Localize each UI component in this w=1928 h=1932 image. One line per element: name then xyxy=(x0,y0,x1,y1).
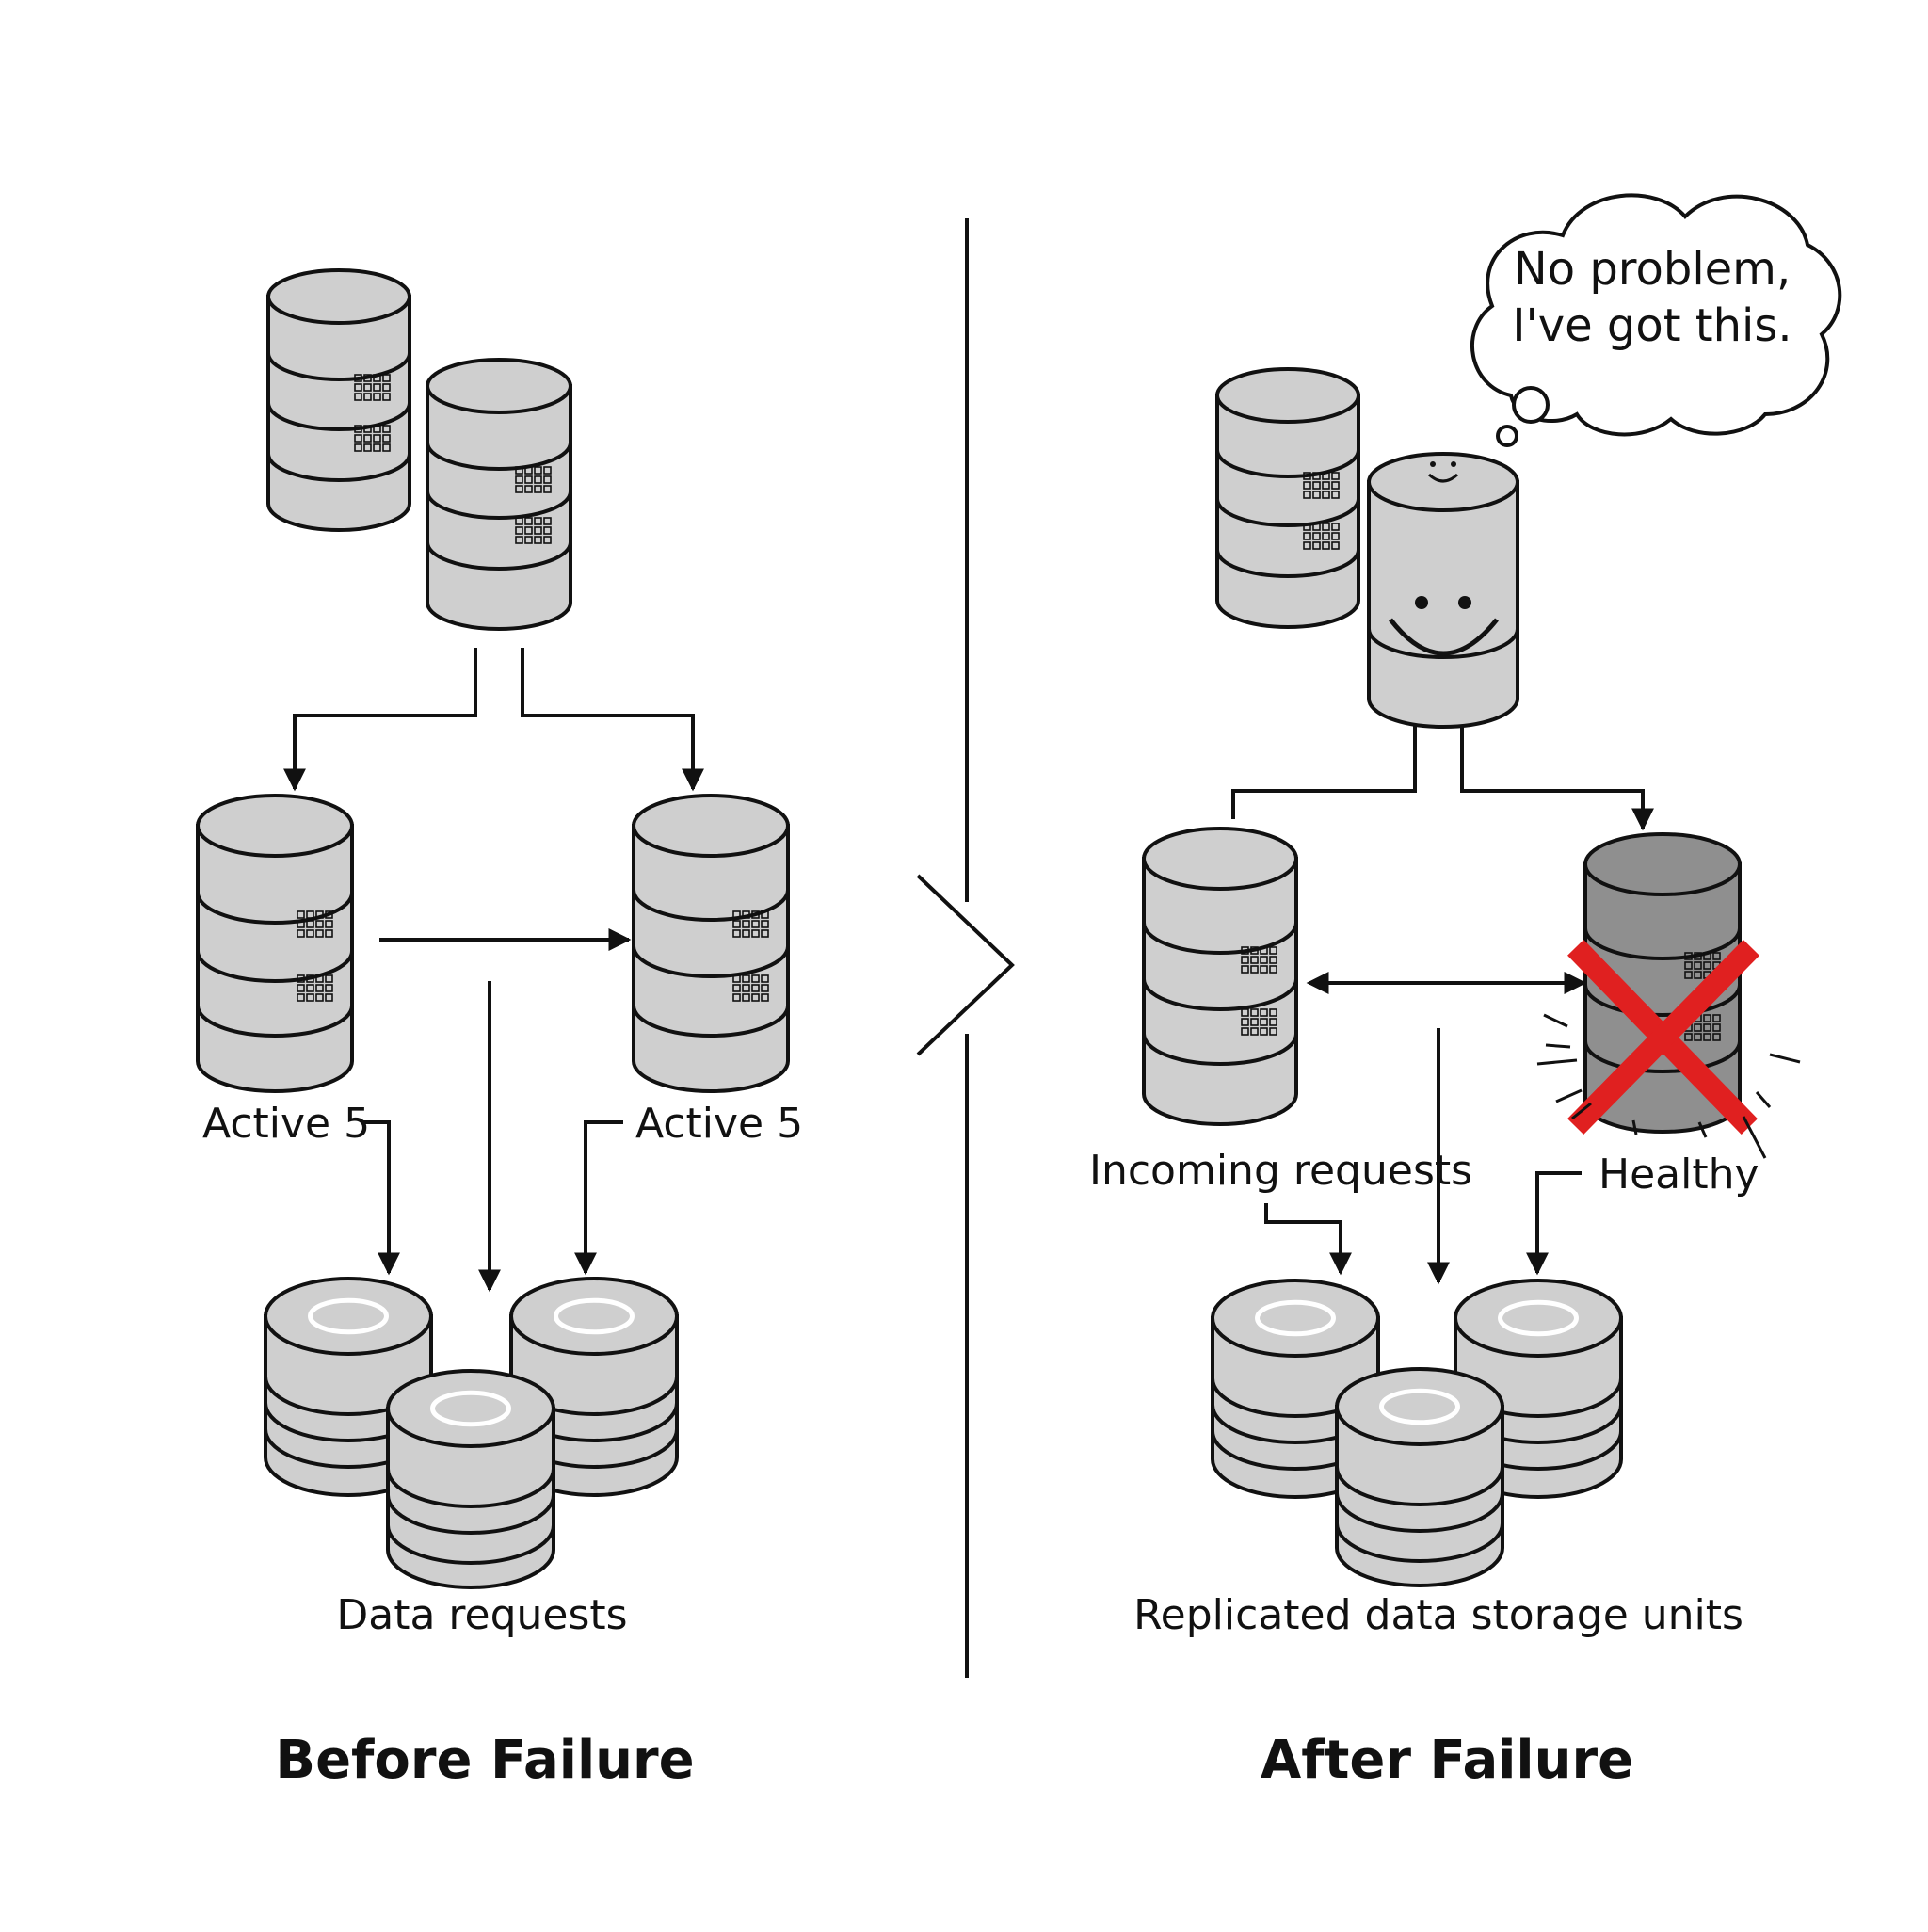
edge-left-label-to-storage xyxy=(362,1120,400,1276)
database-server-icon xyxy=(196,794,354,1093)
thought-bubble-icon: No problem, I've got this. xyxy=(1470,193,1842,447)
after-panel-title: After Failure xyxy=(1261,1730,1633,1791)
database-server-icon xyxy=(426,358,572,631)
after-left-label: Incoming requests xyxy=(1089,1147,1472,1195)
edge-healthy-to-replicas xyxy=(1526,1171,1582,1276)
storage-disk-stack-icon xyxy=(386,1369,555,1589)
smiley-face-icon xyxy=(1427,473,1459,483)
before-panel-title: Before Failure xyxy=(275,1730,694,1791)
after-edges xyxy=(1231,725,1654,1285)
edge-top-to-right xyxy=(521,648,704,792)
after-bottom-label: Replicated data storage units xyxy=(1133,1591,1743,1639)
before-bottom-label: Data requests xyxy=(336,1591,627,1639)
chevron-right-icon xyxy=(916,874,1015,1056)
smiley-face-icon xyxy=(1415,596,1428,609)
storage-disk-stack-icon xyxy=(1335,1367,1504,1587)
database-server-icon xyxy=(632,794,790,1093)
edge-right-label-to-storage xyxy=(574,1120,623,1276)
before-edges xyxy=(283,648,704,1293)
before-right-label: Active 5 xyxy=(635,1100,803,1148)
database-server-icon xyxy=(1215,367,1360,629)
database-server-icon xyxy=(1142,827,1298,1126)
edge-smiley-to-left xyxy=(1231,725,1417,819)
bubble-line-2: I've got this. xyxy=(1512,299,1791,352)
edge-top-to-left xyxy=(283,648,477,792)
database-server-icon xyxy=(266,268,411,532)
after-right-label: Healthy xyxy=(1599,1151,1759,1199)
edge-incoming-to-replicas xyxy=(1264,1203,1352,1276)
failure-burst-lines xyxy=(1536,1013,1801,1159)
failure-x-icon xyxy=(1567,940,1759,1135)
smiley-server-icon xyxy=(1367,452,1519,729)
before-left-label: Active 5 xyxy=(202,1100,370,1148)
edge-smiley-to-failed xyxy=(1460,725,1654,831)
bubble-line-1: No problem, xyxy=(1514,243,1791,296)
